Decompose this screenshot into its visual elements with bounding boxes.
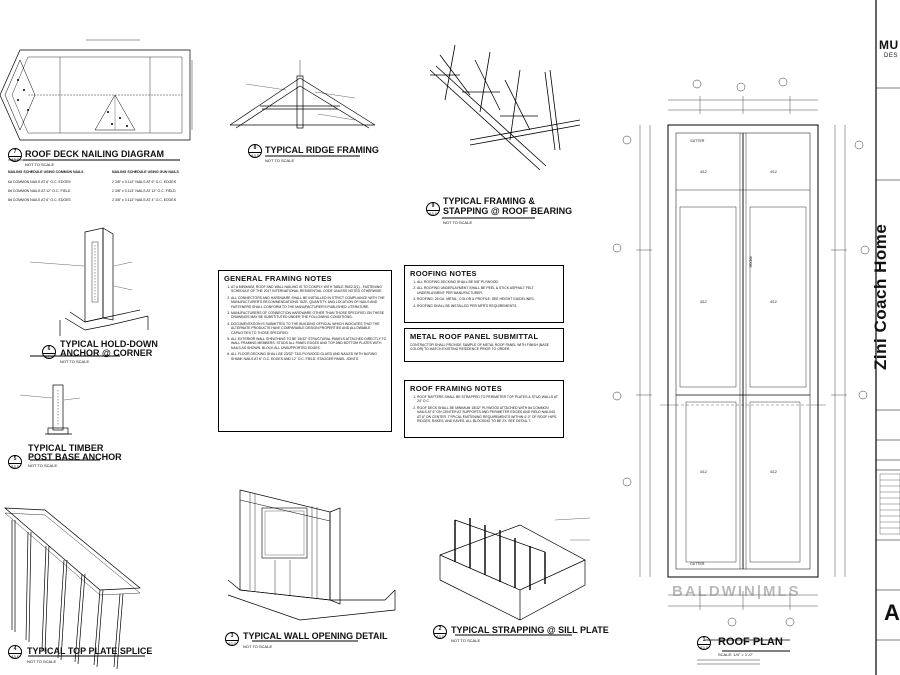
roofing-note-3: ROOFING: 26 GA. METAL, COLOR & PROFILE: … bbox=[417, 297, 559, 301]
general-framing-notes: GENERAL FRAMING NOTES AT A MINIMUM, ROOF… bbox=[218, 270, 392, 432]
roof-plan-ridge-label: RIDGE bbox=[748, 256, 753, 268]
roof-plan-diagram bbox=[660, 124, 826, 578]
detail-9-title-line2: STAPPING @ ROOF BEARING bbox=[443, 206, 573, 216]
metal-roof-submittal: METAL ROOF PANEL SUBMITTAL CONTRACTOR SH… bbox=[404, 328, 564, 362]
roof-plan-slope-label-2: 4/12 bbox=[770, 170, 777, 174]
firm-name: MU bbox=[879, 38, 899, 52]
roof-plan-gutter-label-2: GUTTER bbox=[690, 562, 705, 566]
detail-6-title-line2: ANCHOR @ CORNER bbox=[60, 348, 153, 358]
detail-6-title-line1: TYPICAL HOLD-DOWN bbox=[60, 339, 158, 349]
roof-plan-gutter-label: GUTTER bbox=[690, 139, 705, 143]
detail-3-title: TYPICAL WALL OPENING DETAIL bbox=[243, 631, 388, 641]
roof-plan-slope-label-5: 4/12 bbox=[700, 470, 707, 474]
gun-nail-3: 2 3/8" x 0.113" NAILS AT 4" O.C. EDGES bbox=[112, 198, 177, 202]
metal-roof-text: CONTRACTOR SHALL PROVIDE SAMPLE OF METAL… bbox=[410, 343, 550, 352]
ridge-framing-diagram bbox=[229, 60, 376, 129]
detail-7-title: ROOF DECK NAILING DIAGRAM bbox=[25, 149, 164, 159]
sheet-number: A bbox=[884, 600, 900, 625]
gun-nail-1: 2 3/8" x 0.113" NAILS AT 6" O.C. EDGES bbox=[112, 180, 177, 184]
roof-plan-slope-label-6: 4/12 bbox=[770, 470, 777, 474]
framing-note-2: ROOF DECK SHALL BE MINIMUM 15/32" PLYWOO… bbox=[417, 406, 559, 424]
roof-plan-slope-label: 4/12 bbox=[700, 170, 707, 174]
top-plate-splice-diagram bbox=[4, 507, 141, 670]
wall-opening-diagram bbox=[227, 489, 396, 621]
post-base-diagram bbox=[45, 384, 72, 435]
project-title: Zini Coach Home bbox=[871, 223, 890, 370]
framing-note-1: ROOF RAFTERS SHALL BE STRAPPED TO PERIME… bbox=[417, 395, 559, 404]
general-note-2: ALL CONNECTORS AND HARDWARE SHALL BE INS… bbox=[231, 296, 387, 309]
detail-3-scale: NOT TO SCALE bbox=[243, 644, 273, 649]
roof-bearing-diagram bbox=[429, 44, 581, 171]
gun-nail-title: NAILING SCHEDULE USING GUN NAILS bbox=[112, 170, 179, 174]
detail-5-title-line1: TYPICAL TIMBER bbox=[28, 443, 104, 453]
gun-nail-2: 2 3/8" x 0.113" NAILS AT 12" O.C. FIELD bbox=[112, 189, 176, 193]
general-note-1: AT A MINIMUM, ROOF AND WALL NAILING IS T… bbox=[231, 285, 387, 294]
roof-plan-slope-label-4: 4/12 bbox=[770, 300, 777, 304]
common-nail-1: 6d COMMON NAILS AT 6" O.C. EDGES bbox=[8, 180, 71, 184]
common-nail-2: 8d COMMON NAILS AT 12" O.C. FIELD bbox=[8, 189, 71, 193]
roof-plan-gridmarks bbox=[612, 77, 870, 627]
roofing-note-1: ALL ROOFING DECKING SHALL BE 5/8" PLYWOO… bbox=[417, 280, 559, 284]
detail-5-title-line2: POST BASE ANCHOR bbox=[28, 452, 122, 462]
firm-sub: DES bbox=[884, 53, 898, 59]
roof-deck-diagram bbox=[0, 49, 191, 141]
roofing-note-4: ROOFING SHALL BE INSTALLED PER MFR'S REQ… bbox=[417, 304, 559, 308]
metal-roof-title: METAL ROOF PANEL SUBMITTAL bbox=[410, 332, 539, 341]
detail-8-scale: NOT TO SCALE bbox=[265, 158, 295, 163]
roof-framing-notes: ROOF FRAMING NOTES ROOF RAFTERS SHALL BE… bbox=[404, 380, 564, 438]
detail-4-scale: NOT TO SCALE bbox=[27, 659, 57, 664]
roofing-notes: ROOFING NOTES ALL ROOFING DECKING SHALL … bbox=[404, 265, 564, 323]
sill-plate-diagram bbox=[439, 518, 586, 621]
detail-8-title: TYPICAL RIDGE FRAMING bbox=[265, 145, 379, 155]
detail-9-title-line1: TYPICAL FRAMING & bbox=[443, 196, 535, 206]
detail-4-title: TYPICAL TOP PLATE SPLICE bbox=[27, 646, 153, 656]
roofing-note-2: ALL ROOFING UNDERLAYMENT SHALL BE PEEL &… bbox=[417, 286, 559, 295]
general-note-3: MANUFACTURERS OF CONNECTION HARDWARE OTH… bbox=[231, 311, 387, 320]
roofing-notes-title: ROOFING NOTES bbox=[410, 269, 477, 278]
detail-9-scale: NOT TO SCALE bbox=[443, 220, 473, 225]
general-note-4: DOCUMENTATION IS SUBMITTED TO THE BUILDI… bbox=[231, 322, 387, 335]
holddown-diagram bbox=[59, 227, 149, 336]
detail-1-scale: SCALE: 1/4" = 1'-0" bbox=[718, 652, 753, 657]
common-nail-3: 8d COMMON NAILS AT 6" O.C. EDGES bbox=[8, 198, 71, 202]
general-note-6: ALL FLOOR DECKING SHALL BE 23/32" T&G PL… bbox=[231, 352, 387, 361]
mls-watermark: BALDWIN|MLS bbox=[672, 583, 801, 600]
roof-plan-slope-label-3: 4/12 bbox=[700, 300, 707, 304]
detail-2-scale: NOT TO SCALE bbox=[451, 638, 481, 643]
detail-6-scale: NOT TO SCALE bbox=[60, 359, 90, 364]
common-nail-title: NAILING SCHEDULE USING COMMON NAILS bbox=[8, 170, 84, 174]
detail-7-scale: NOT TO SCALE bbox=[25, 162, 55, 167]
detail-1-title: ROOF PLAN bbox=[718, 636, 783, 648]
detail-5-scale: NOT TO SCALE bbox=[28, 463, 58, 468]
general-framing-notes-title: GENERAL FRAMING NOTES bbox=[224, 274, 332, 283]
detail-2-title: TYPICAL STRAPPING @ SILL PLATE bbox=[451, 625, 609, 635]
roof-framing-notes-title: ROOF FRAMING NOTES bbox=[410, 384, 503, 393]
roof-plan-dimensions bbox=[636, 96, 847, 610]
title-block-frame bbox=[875, 0, 900, 675]
general-note-5: ALL EXTERIOR WALL SHEATHING TO BE 15/32"… bbox=[231, 337, 387, 350]
